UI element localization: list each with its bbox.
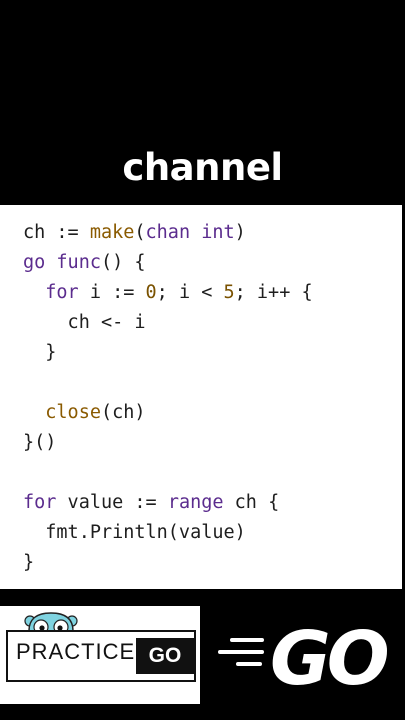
code-token-kw: for [23,492,57,513]
code-token: i := [78,282,146,303]
code-token-num: 5 [223,282,235,303]
code-token-fn: make [89,222,135,243]
code-token: ch := [23,222,90,243]
code-token-kw: go [23,252,57,273]
code-token-fn: close [45,402,101,423]
logo-practice-text: PRACTICE [16,639,136,664]
go-brand-logo: GO [218,616,392,697]
speed-lines-icon [218,638,264,666]
code-token [23,402,45,423]
code-token: }() [23,432,57,453]
code-token-kw: for [45,282,79,303]
code-token: } [23,552,35,573]
practice-go-logo: PRACTICE GO [0,606,200,704]
code-line: close(ch) [23,398,146,428]
code-line: }() [23,428,56,458]
code-line: } [23,338,56,368]
code-token [23,282,45,303]
code-token: ( [134,222,146,243]
code-line: for value := range ch { [23,488,279,518]
code-line: } [23,548,34,578]
code-token: ; i < [156,282,224,303]
code-line: fmt.Println(value) [23,518,246,548]
logo-go-text: GO [136,638,194,674]
code-token: ch { [223,492,280,513]
code-block: ch := make(chan int)go func() { for i :=… [0,205,402,589]
code-token-kw: func [56,252,101,273]
go-brand-text: GO [270,616,388,697]
code-token: (ch) [100,402,146,423]
code-token: () { [100,252,146,273]
code-line: ch <- i [23,308,146,338]
code-token-kw: range [167,492,224,513]
code-token-num: 0 [145,282,157,303]
code-token: fmt.Println(value) [23,522,246,543]
logo-frame: PRACTICE GO [6,630,196,682]
code-line: go func() { [23,248,146,278]
code-line: for i := 0; i < 5; i++ { [23,278,313,308]
code-token: value := [56,492,168,513]
code-token: ) [234,222,246,243]
code-token: ; i++ { [234,282,313,303]
code-token: } [23,342,57,363]
code-token-kw: chan int [145,222,235,243]
code-line: ch := make(chan int) [23,218,246,248]
page-title: channel [122,146,283,189]
code-token: ch <- i [23,312,146,333]
